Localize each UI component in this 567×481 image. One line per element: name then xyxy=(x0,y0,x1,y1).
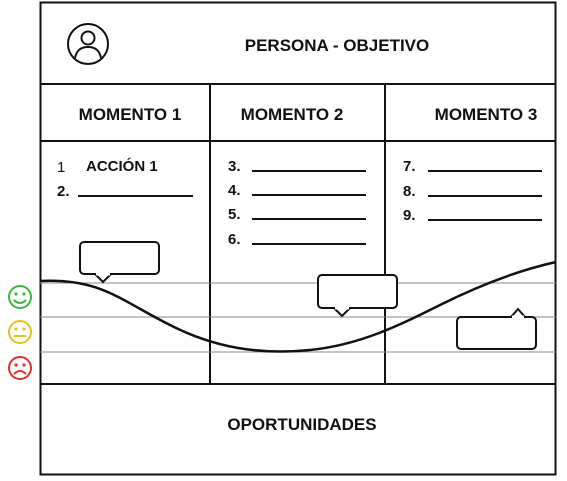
neutral-face-icon xyxy=(8,320,32,344)
user-circle-icon xyxy=(67,23,109,65)
emotion-curve xyxy=(39,260,557,353)
action-number: 3. xyxy=(228,158,241,175)
moment-2-title: MOMENTO 2 xyxy=(241,105,344,124)
action-number: 2. xyxy=(57,183,70,200)
speech-bubble-2 xyxy=(317,274,398,318)
action-number: 9. xyxy=(403,207,416,224)
speech-bubble-1 xyxy=(79,241,160,284)
action-number: 4. xyxy=(228,182,241,199)
persona-title: PERSONA - OBJETIVO xyxy=(245,36,430,55)
journey-frame xyxy=(39,1,557,476)
speech-bubble-3 xyxy=(456,307,537,350)
header: PERSONA - OBJETIVO xyxy=(40,23,556,85)
moment-3-actions: 7. 8. 9. xyxy=(403,158,542,224)
moment-2-actions: 3. 4. 5. 6. xyxy=(228,158,366,248)
action-number: 7. xyxy=(403,158,416,175)
opportunities-title: OPORTUNIDADES xyxy=(227,415,376,434)
action-number: 5. xyxy=(228,206,241,223)
action-number: 8. xyxy=(403,183,416,200)
action-text: ACCIÓN 1 xyxy=(86,157,158,175)
moment-1-actions: 1 ACCIÓN 1 2. xyxy=(57,157,193,200)
happy-face-icon xyxy=(8,285,32,309)
moment-3-title: MOMENTO 3 xyxy=(435,105,538,124)
footer: OPORTUNIDADES xyxy=(40,383,556,434)
action-number: 6. xyxy=(228,231,241,248)
moment-1-title: MOMENTO 1 xyxy=(79,105,182,124)
moment-header-row: MOMENTO 1 MOMENTO 2 MOMENTO 3 xyxy=(40,84,556,384)
action-number: 1 xyxy=(57,159,65,176)
sad-face-icon xyxy=(8,356,32,380)
